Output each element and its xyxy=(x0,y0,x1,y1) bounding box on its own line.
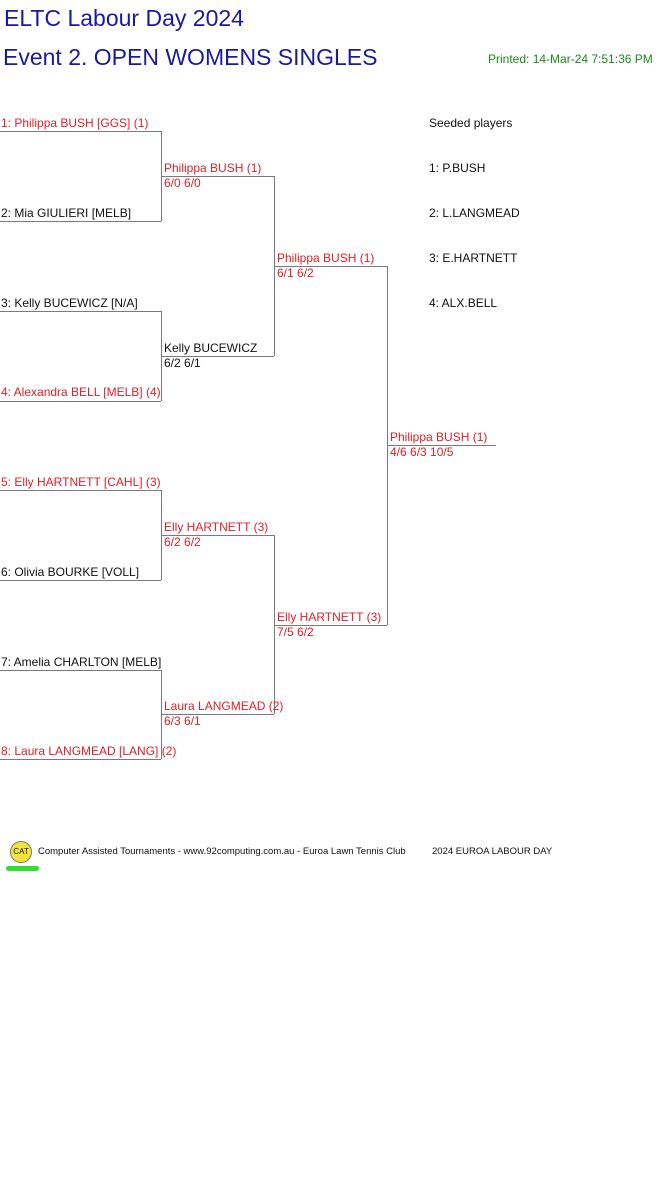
r1-line-7 xyxy=(0,670,161,671)
r1-player-7: 7: Amelia CHARLTON [MELB] xyxy=(1,655,162,669)
event-title: Event 2. OPEN WOMENS SINGLES xyxy=(3,44,378,70)
r2-winner-2: Kelly BUCEWICZ xyxy=(164,341,258,355)
printed-timestamp: Printed: 14-Mar-24 7:51:36 PM xyxy=(488,52,653,66)
r2-connector-2 xyxy=(274,535,275,714)
r1-line-3 xyxy=(0,311,161,312)
seed-2: 2: L.LANGMEAD xyxy=(429,206,520,220)
r2-score-1: 6/0 6/0 xyxy=(164,176,201,190)
r1-line-1 xyxy=(0,131,161,132)
r2-winner-1: Philippa BUSH (1) xyxy=(164,161,262,175)
footer-event-name: 2024 EUROA LABOUR DAY xyxy=(432,846,553,857)
r1-player-2: 2: Mia GIULIERI [MELB] xyxy=(1,206,132,220)
r2-score-2: 6/2 6/1 xyxy=(164,356,201,370)
r2-score-4: 6/3 6/1 xyxy=(164,714,201,728)
r1-player-1: 1: Philippa BUSH [GGS] (1) xyxy=(1,116,149,130)
seed-3: 3: E.HARTNETT xyxy=(429,251,518,265)
r1-player-6: 6: Olivia BOURKE [VOLL] xyxy=(1,565,140,579)
r3-winner-2: Elly HARTNETT (3) xyxy=(277,610,382,624)
r1-line-5 xyxy=(0,490,161,491)
final-winner: Philippa BUSH (1) xyxy=(390,430,488,444)
tournament-title: ELTC Labour Day 2024 xyxy=(4,5,244,31)
r2-line-1 xyxy=(161,176,274,177)
cat-logo-icon: CAT xyxy=(10,841,32,863)
r1-line-6 xyxy=(0,580,161,581)
r3-winner-1: Philippa BUSH (1) xyxy=(277,251,375,265)
r3-line-1 xyxy=(274,266,387,267)
cat-logo-underline xyxy=(6,866,39,871)
footer-credit: Computer Assisted Tournaments - www.92co… xyxy=(38,846,406,857)
r2-winner-4: Laura LANGMEAD (2) xyxy=(164,699,284,713)
r2-score-3: 6/2 6/2 xyxy=(164,535,201,549)
final-score: 4/6 6/3 10/5 xyxy=(390,445,454,459)
r2-line-4 xyxy=(161,714,274,715)
r3-score-2: 7/5 6/2 xyxy=(277,625,314,639)
r3-line-2 xyxy=(274,625,387,626)
r1-player-3: 3: Kelly BUCEWICZ [N/A] xyxy=(1,296,138,310)
r1-line-2 xyxy=(0,221,161,222)
seeded-players-heading: Seeded players xyxy=(429,116,513,130)
r2-line-3 xyxy=(161,535,274,536)
r2-winner-3: Elly HARTNETT (3) xyxy=(164,520,269,534)
r1-line-4 xyxy=(0,401,161,402)
r1-player-5: 5: Elly HARTNETT [CAHL] (3) xyxy=(1,475,161,489)
seed-4: 4: ALX.BELL xyxy=(429,296,498,310)
seed-1: 1: P.BUSH xyxy=(429,161,486,175)
r2-line-2 xyxy=(161,356,274,357)
r1-player-4: 4: Alexandra BELL [MELB] (4) xyxy=(1,385,161,399)
r1-player-8: 8: Laura LANGMEAD [LANG] (2) xyxy=(1,744,177,758)
r3-score-1: 6/1 6/2 xyxy=(277,266,314,280)
r1-line-8 xyxy=(0,759,161,760)
final-line xyxy=(387,445,496,446)
